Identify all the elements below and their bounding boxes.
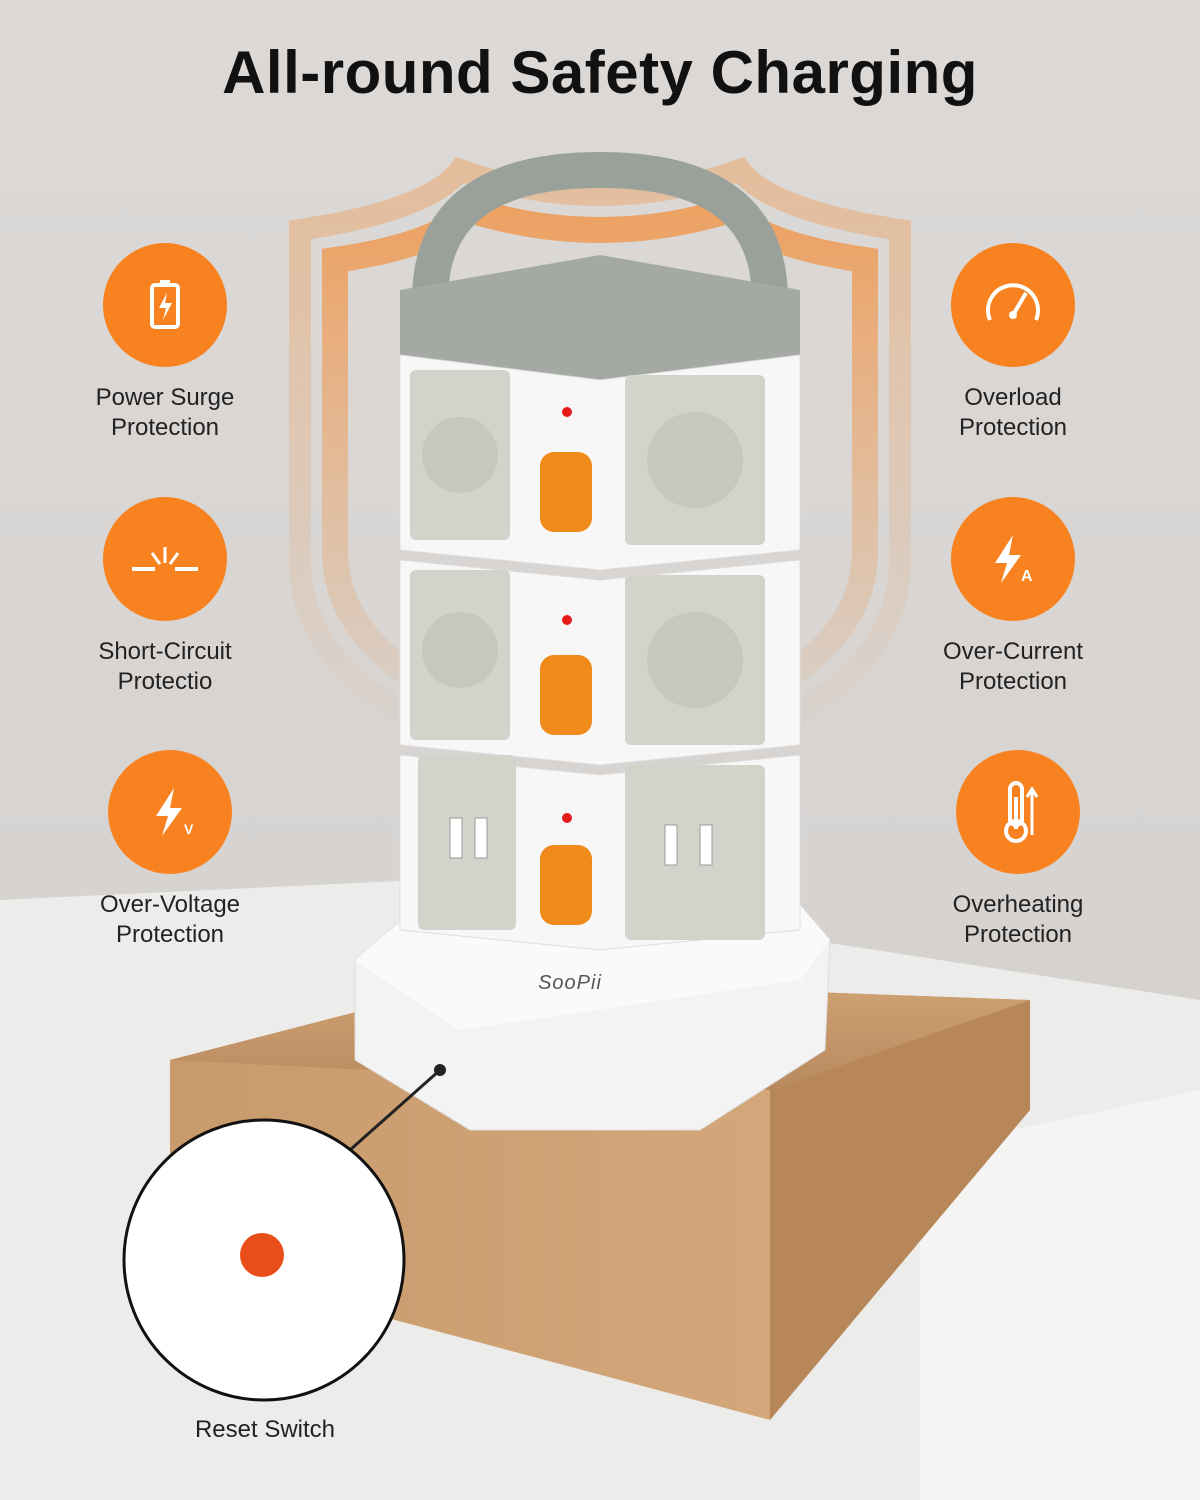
- feature-over-voltage: V Over-Voltage Protection: [40, 750, 300, 950]
- feature-over-current: A Over-Current Protection: [883, 497, 1143, 697]
- feature-label: Overload Protection: [958, 384, 1068, 441]
- svg-text:V: V: [184, 821, 194, 837]
- feature-label: Short-Circuit Protectio: [98, 638, 232, 695]
- top-cap: [400, 255, 800, 380]
- short-circuit-spark-icon: [103, 497, 227, 621]
- bolt-v-icon: V: [108, 750, 232, 874]
- feature-label: Power Surge Protection: [95, 384, 235, 441]
- power-switches: [540, 407, 592, 925]
- right-step: [920, 1090, 1200, 1500]
- page-title: All-round Safety Charging: [222, 39, 978, 106]
- battery-bolt-icon: [103, 243, 227, 367]
- reset-switch-label: Reset Switch: [194, 1416, 336, 1443]
- feature-label: Over-Voltage Protection: [99, 891, 241, 948]
- feature-label: Over-Current Protection: [942, 638, 1084, 695]
- feature-label: Overheating Protection: [952, 891, 1084, 948]
- svg-text:A: A: [1021, 568, 1033, 585]
- reset-button: [240, 1233, 284, 1277]
- feature-power-surge: Power Surge Protection: [35, 243, 295, 443]
- gauge-icon: [951, 243, 1075, 367]
- feature-overload: Overload Protection: [883, 243, 1143, 443]
- brand-logo: SooPii: [538, 972, 602, 994]
- bolt-a-icon: A: [951, 497, 1075, 621]
- carry-handle: [412, 151, 788, 318]
- thermometer-icon: [956, 750, 1080, 874]
- reset-pointer-line: [349, 1068, 441, 1152]
- feature-short-circuit: Short-Circuit Protectio: [35, 497, 295, 697]
- feature-overheating: Overheating Protection: [888, 750, 1148, 950]
- tier-3: [399, 754, 801, 951]
- tier-1: [399, 354, 801, 571]
- tier-2: [399, 559, 801, 766]
